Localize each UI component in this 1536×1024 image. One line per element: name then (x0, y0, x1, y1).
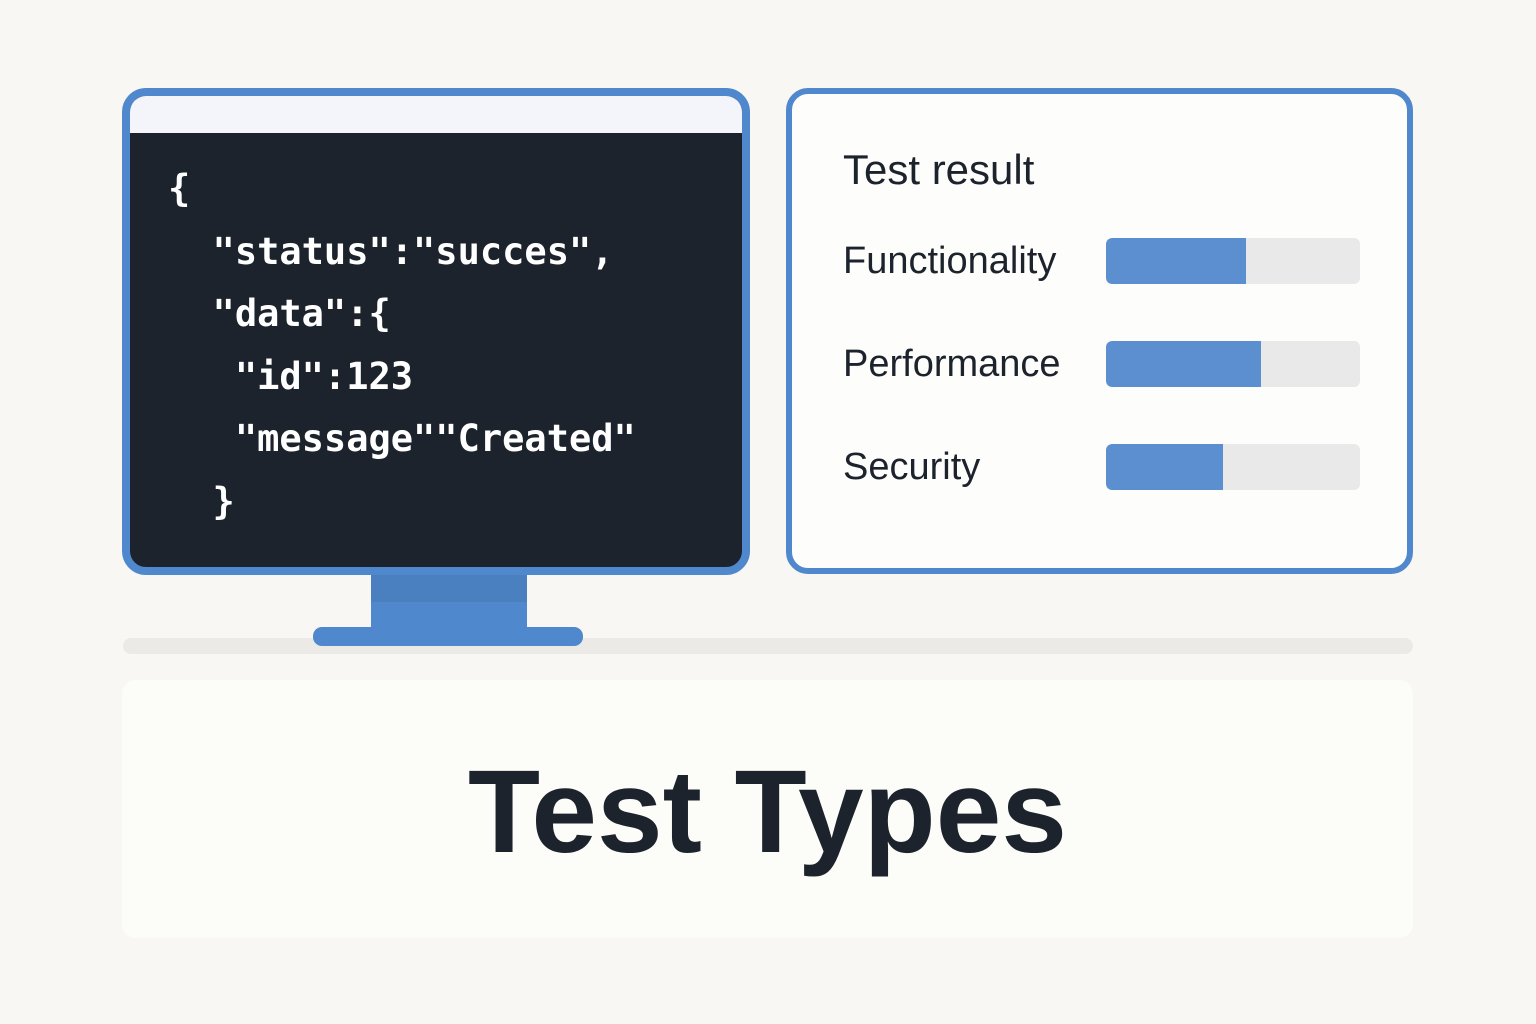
progress-bar-fill (1106, 444, 1223, 490)
progress-bar-track (1106, 444, 1360, 490)
test-result-card: Test result Functionality Performance Se… (786, 88, 1413, 574)
code-line: "message""Created" (168, 417, 636, 460)
code-line: } (168, 479, 235, 523)
monitor-title-bar (130, 96, 742, 133)
code-line: "status":"succes", (168, 229, 614, 273)
test-result-title: Test result (843, 146, 1035, 193)
caption-title: Test Types (468, 746, 1067, 878)
monitor-illustration: { "status":"succes", "data":{ "id":123 "… (122, 88, 750, 575)
json-response-code: { "status":"succes", "data":{ "id":123 "… (168, 158, 636, 533)
metric-row-functionality: Functionality (843, 237, 1363, 285)
progress-bar-fill (1106, 238, 1246, 284)
progress-bar-track (1106, 238, 1360, 284)
progress-bar-fill (1106, 341, 1261, 387)
progress-bar-track (1106, 341, 1360, 387)
code-line: { (168, 167, 191, 210)
caption-panel: Test Types (122, 680, 1413, 938)
metric-label: Functionality (843, 240, 1057, 282)
code-line: "data":{ (168, 292, 391, 335)
metric-row-performance: Performance (843, 340, 1363, 388)
monitor-neck-shade (371, 574, 527, 602)
metric-label: Security (843, 446, 981, 488)
metric-row-security: Security (843, 443, 1363, 491)
monitor-base (313, 627, 583, 646)
code-line: "id":123 (168, 354, 414, 398)
metric-label: Performance (843, 343, 1061, 385)
